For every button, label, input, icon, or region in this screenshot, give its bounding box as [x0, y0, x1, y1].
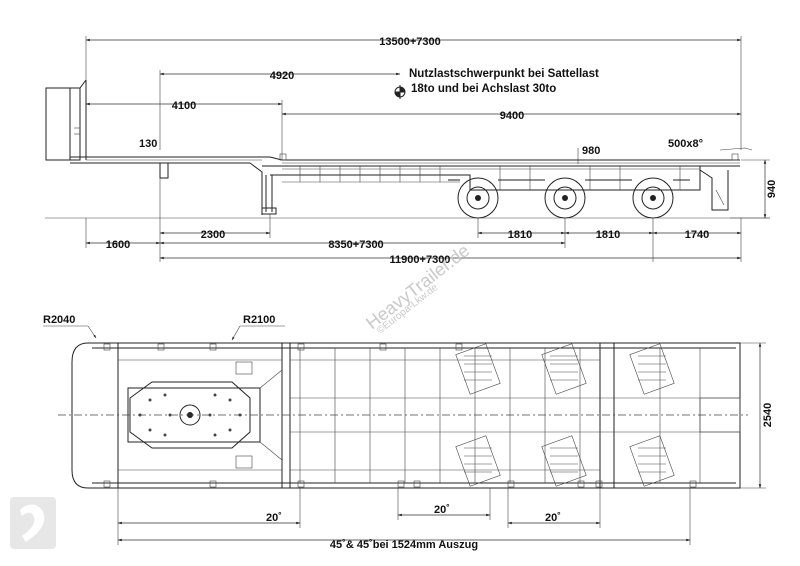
dim-label-8350: 8350+7300 [328, 239, 383, 251]
dim-label-9400: 9400 [500, 110, 524, 122]
dim-steering-angles: 20˚ 20˚ 20˚ 45˚& 45˚bei 1524mm Auszug [117, 488, 691, 551]
lashing-points [103, 343, 697, 488]
dim-label-4100: 4100 [172, 100, 196, 112]
dim-label-940: 940 [766, 180, 778, 198]
dim-label-total: 13500+7300 [379, 36, 440, 48]
dim-label-980: 980 [582, 145, 600, 157]
watermark: HeavyTrailer.de ©Europa-Lkw.de [10, 240, 473, 549]
trailer-top-outline [71, 342, 741, 489]
angle-mid-label: 20˚ [434, 504, 450, 516]
angle-right-label: 20˚ [545, 512, 561, 524]
dim-height-940: 940 [730, 159, 778, 219]
cg-note-line1: Nutzlastschwerpunkt bei Sattellast [409, 68, 599, 80]
dim-label-1810b: 1810 [596, 229, 620, 241]
dim-label-1600: 1600 [106, 239, 130, 251]
watermark-logo-icon [10, 497, 56, 549]
cg-note-line2: 18to und bei Achslast 30to [411, 83, 556, 95]
side-view: 13500+7300 4920 Nutzlastschwerpunkt bei … [45, 36, 778, 266]
wheel-sets-top [455, 343, 675, 487]
angle-left-label: 20˚ [266, 512, 282, 524]
dim-total-length: 13500+7300 [85, 36, 742, 150]
dim-label-11900: 11900+7300 [390, 254, 451, 266]
dim-bottom-row1: 2300 1810 1810 1740 [85, 178, 742, 262]
dim-label-1810a: 1810 [508, 229, 532, 241]
dim-bottom-row2: 1600 8350+7300 [85, 238, 566, 251]
wheel-icon [544, 177, 586, 219]
dim-cg-distance: 4920 [159, 70, 401, 150]
dim-label-1740: 1740 [685, 229, 709, 241]
dim-kingpin: 4100 [85, 100, 283, 112]
dim-label-2540: 2540 [762, 403, 774, 427]
center-of-gravity-icon [394, 85, 406, 99]
dim-bed: 9400 [281, 100, 742, 160]
dim-width-2540: 2540 [740, 342, 774, 489]
wheel-icon [457, 177, 499, 219]
dim-label-ramp: 500x8° [668, 138, 703, 150]
radius-neck-label: R2100 [243, 314, 275, 326]
radius-front-label: R2040 [43, 314, 75, 326]
dim-label-130: 130 [139, 138, 157, 150]
top-view: R2040 R2100 [43, 314, 774, 551]
dim-bottom-row3: 11900+7300 [159, 240, 742, 266]
dim-label-cg: 4920 [270, 70, 294, 82]
wheel-icon [632, 177, 674, 219]
axle-wheels [448, 177, 690, 219]
dim-label-2300: 2300 [201, 229, 225, 241]
angle-total-label: 45˚& 45˚bei 1524mm Auszug [330, 539, 478, 551]
